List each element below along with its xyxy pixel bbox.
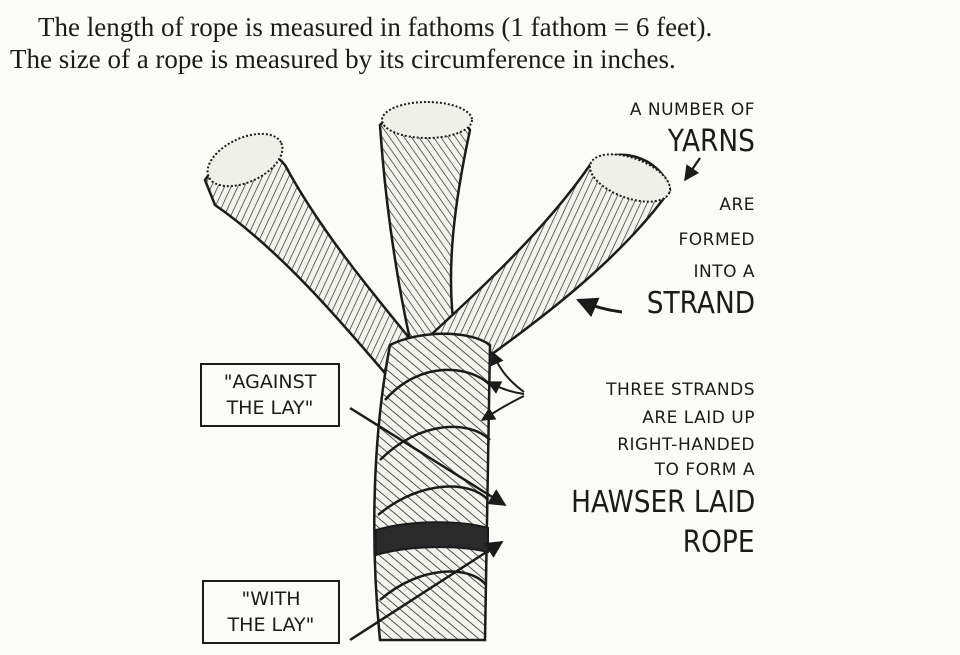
with-label-line-2: THE LAY" [227,614,315,636]
strand-arrow [576,297,623,318]
yarns-label-line-1: A NUMBER OF [629,100,755,120]
yarns-arrow [684,157,701,182]
strand-label-line-3: INTO A [693,262,755,282]
against-the-lay-box: "AGAINST THE LAY" [200,363,340,427]
caption-line-1: The length of rope is measured in fathom… [38,12,713,42]
strand-label-line-4: STRAND [646,286,755,321]
caption-line-2: The size of a rope is measured by its ci… [10,44,676,74]
three-strands-arrow-3 [480,395,525,421]
with-label-line-1: "WITH [241,588,301,610]
laid-label-line-2: ARE LAID UP [642,408,755,428]
against-label-line-1: "AGAINST [223,371,317,393]
laid-label-line-6: ROPE [683,525,755,560]
with-lay-arrow [349,540,504,642]
against-lay-arrow [349,406,507,507]
laid-label-line-5: HAWSER LAID [570,485,755,520]
strand-label-line-2: FORMED [678,230,755,250]
hawser-rope [373,332,492,642]
yarns-label-line-2: YARNS [668,124,755,159]
laid-label-line-3: RIGHT-HANDED [617,435,755,455]
against-label-line-2: THE LAY" [226,397,314,419]
with-the-lay-box: "WITH THE LAY" [202,580,340,644]
laid-label-line-4: TO FORM A [654,460,755,480]
middle-strand [378,101,473,342]
strand-label-line-1: ARE [719,195,755,215]
three-strands-arrow-2 [486,381,525,395]
three-strands-arrow-1 [490,350,525,393]
right-strand [417,153,672,372]
left-strand [203,132,417,388]
laid-label-line-1: THREE STRANDS [606,380,755,400]
